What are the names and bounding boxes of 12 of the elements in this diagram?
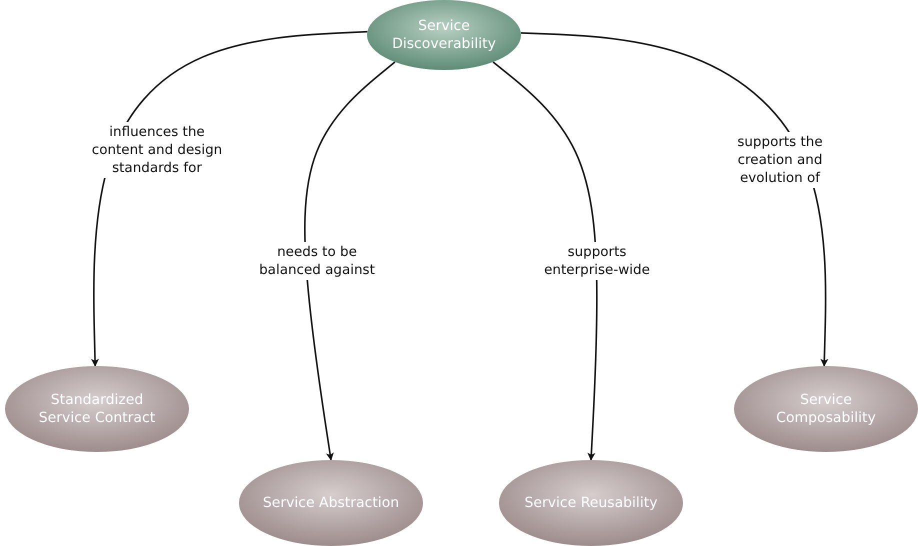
node-label: Service Composability [775, 391, 877, 427]
node-label: Service Abstraction [262, 494, 400, 512]
ellipse-node [5, 366, 189, 452]
arrow [304, 61, 396, 461]
node-label: Standardized Service Contract [38, 391, 156, 427]
ellipse-node [367, 0, 521, 70]
node-label: Service Reusability [524, 494, 658, 512]
ellipse-node [734, 366, 918, 452]
ellipse-node [239, 460, 423, 546]
arrow [492, 61, 598, 461]
node-label: Service Discoverability [391, 17, 497, 53]
ellipse-node [499, 460, 683, 546]
